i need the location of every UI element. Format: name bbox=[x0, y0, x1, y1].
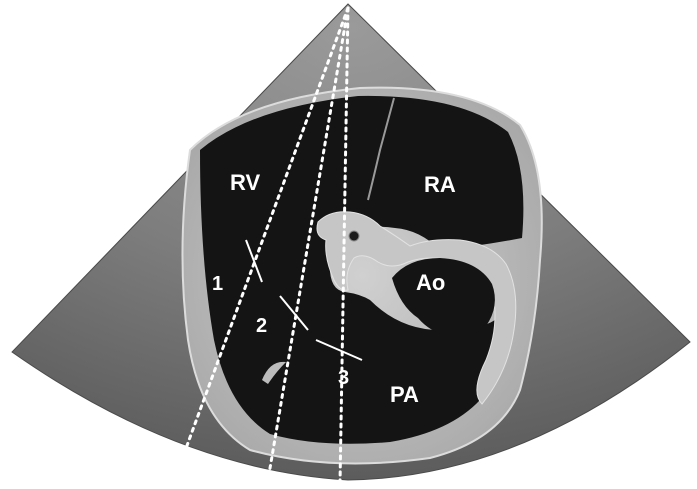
label-ra: RA bbox=[424, 172, 456, 197]
label-rv: RV bbox=[230, 170, 260, 195]
label-ao: Ao bbox=[416, 270, 445, 295]
label-line-2: 2 bbox=[256, 315, 267, 337]
label-line-1: 1 bbox=[212, 273, 223, 295]
septal-nodule bbox=[349, 231, 359, 241]
label-line-3: 3 bbox=[338, 367, 349, 389]
label-pa: PA bbox=[390, 382, 419, 407]
